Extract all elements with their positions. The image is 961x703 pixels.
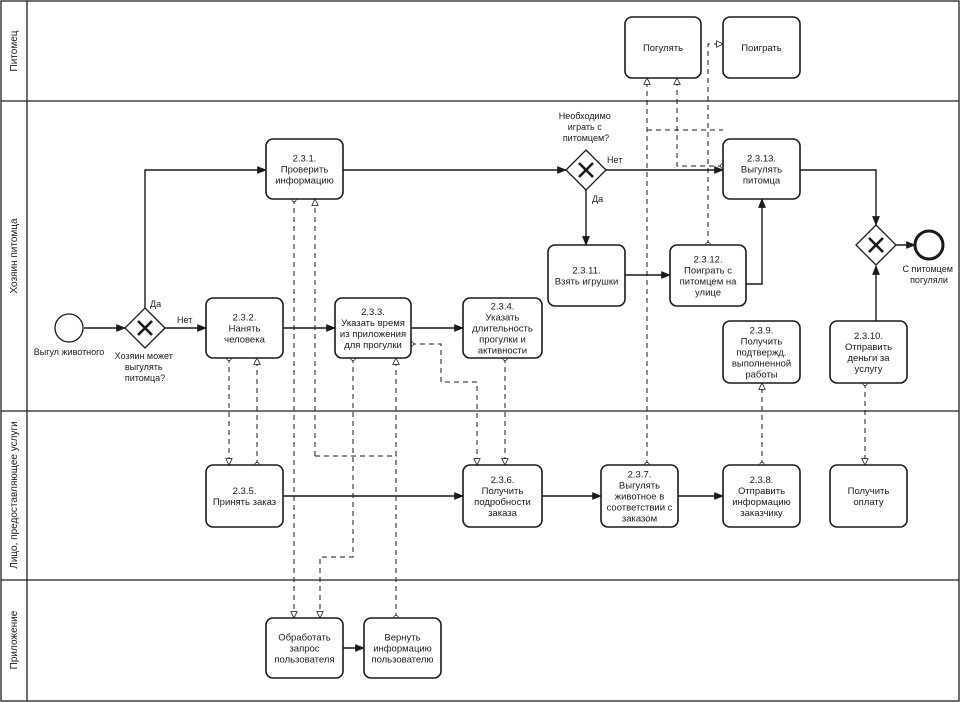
task-box[interactable] [205, 464, 284, 528]
task-box[interactable] [722, 464, 801, 528]
gateways: Хозяин может выгулять питомца? Да Нет Не… [115, 111, 897, 383]
task-box[interactable] [205, 297, 284, 359]
exclusive-gateway-can-walk[interactable] [124, 307, 166, 349]
task-label: Погулять [643, 43, 683, 54]
task-box[interactable] [265, 138, 344, 200]
events: Выгул животного С питомцем погуляли [34, 229, 956, 357]
start-event-label: Выгул животного [34, 347, 105, 357]
task-label: Поиграть [741, 43, 782, 54]
gateway-no-label: Нет [177, 315, 192, 325]
task-box[interactable] [363, 617, 442, 679]
task-box[interactable] [265, 617, 344, 679]
x-icon [137, 320, 153, 336]
task-box[interactable] [547, 244, 626, 307]
task-box[interactable] [624, 16, 702, 79]
end-event-label: С питомцем погуляли [903, 264, 956, 285]
lane-label-owner: Хозяин питомца [9, 218, 20, 294]
gateway-yes-label: Да [592, 194, 603, 204]
task-t-2311[interactable]: 2.3.11.Взять игрушки [547, 244, 626, 307]
x-icon [578, 162, 594, 178]
sequence-flow[interactable] [800, 169, 880, 226]
task-box[interactable] [829, 320, 908, 384]
lane-label-app: Приложение [9, 610, 20, 669]
task-box[interactable] [669, 244, 747, 307]
x-icon [868, 237, 884, 253]
task-box[interactable] [722, 320, 801, 384]
message-flow[interactable] [708, 44, 723, 245]
start-event[interactable] [54, 313, 84, 343]
gateway-no-label: Нет [607, 155, 622, 165]
gateway-question: Хозяин может выгулять питомца? [115, 351, 176, 383]
exclusive-gateway-need-play[interactable] [565, 149, 607, 191]
gateway-yes-label: Да [150, 299, 161, 309]
task-box[interactable] [462, 297, 543, 359]
gateway-question: Необходимо играть с питомцем? [559, 111, 614, 143]
exclusive-gateway-merge[interactable] [855, 224, 897, 266]
task-box[interactable] [600, 464, 679, 528]
task-box[interactable] [829, 464, 908, 528]
sequence-flows [84, 166, 916, 652]
task-label: 2.3.5.Принять заказ [213, 486, 276, 508]
message-flow[interactable] [320, 358, 353, 618]
sequence-flow[interactable] [746, 198, 766, 285]
task-box[interactable] [722, 16, 801, 79]
sequence-flow[interactable] [144, 166, 267, 309]
end-event[interactable] [913, 229, 945, 261]
task-box[interactable] [334, 297, 412, 359]
lane-label-pet: Питомец [9, 30, 20, 71]
message-flow[interactable] [411, 344, 477, 465]
lane-label-provider: Лицо, предоставляющее услуги [9, 421, 20, 568]
task-box[interactable] [722, 138, 801, 200]
task-t-play-pet[interactable]: Поиграть [722, 16, 801, 79]
task-label: 2.3.11.Взять игрушки [555, 266, 619, 288]
task-box[interactable] [462, 464, 543, 528]
task-t-235[interactable]: 2.3.5.Принять заказ [205, 464, 284, 528]
task-t-walk-pet[interactable]: Погулять [624, 16, 702, 79]
message-flow[interactable] [677, 78, 723, 166]
